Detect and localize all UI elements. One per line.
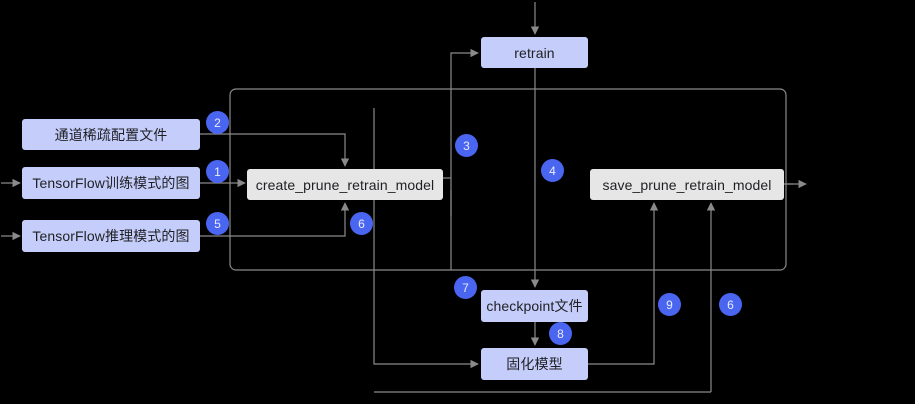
step-badge-label: 5 [214,216,221,231]
node-label: 通道稀疏配置文件 [54,126,168,143]
node-label: save_prune_retrain_model [602,176,772,193]
step-badge-label: 4 [549,163,556,178]
node-tf-infer-graph[interactable]: TensorFlow推理模式的图 [22,220,200,252]
step-badge-label: 1 [214,164,221,179]
step-badge-6-create[interactable]: 6 [350,212,373,235]
node-checkpoint-file[interactable]: checkpoint文件 [481,290,588,322]
wire-9-frozen-to-save [588,202,659,365]
step-badge-label: 6 [727,297,734,312]
node-create-prune-retrain-model[interactable]: create_prune_retrain_model [247,169,443,200]
step-badge-1[interactable]: 1 [206,160,229,183]
step-badge-label: 3 [463,138,470,153]
node-label: TensorFlow训练模式的图 [32,175,190,191]
node-label: 固化模型 [506,356,563,372]
node-channel-sparsity-config[interactable]: 通道稀疏配置文件 [22,119,200,150]
node-label: TensorFlow推理模式的图 [32,228,190,244]
step-badge-label: 7 [462,280,469,295]
node-label: retrain [514,44,555,61]
node-retrain[interactable]: retrain [481,37,588,68]
node-label: checkpoint文件 [486,298,583,314]
step-badge-label: 9 [666,297,673,312]
step-badge-6-save[interactable]: 6 [719,293,742,316]
step-badge-2[interactable]: 2 [206,111,229,134]
step-badge-9[interactable]: 9 [658,293,681,316]
step-badge-label: 2 [214,115,221,130]
step-badge-5[interactable]: 5 [206,212,229,235]
step-badge-7[interactable]: 7 [454,276,477,299]
node-save-prune-retrain-model[interactable]: save_prune_retrain_model [590,169,784,200]
step-badge-label: 8 [557,326,564,341]
node-frozen-model[interactable]: 固化模型 [481,348,588,380]
step-badge-3[interactable]: 3 [455,134,478,157]
step-badge-4[interactable]: 4 [541,159,564,182]
step-badge-label: 6 [358,216,365,231]
node-tf-train-graph[interactable]: TensorFlow训练模式的图 [22,167,200,199]
step-badge-8[interactable]: 8 [549,322,572,345]
node-label: create_prune_retrain_model [255,176,435,193]
